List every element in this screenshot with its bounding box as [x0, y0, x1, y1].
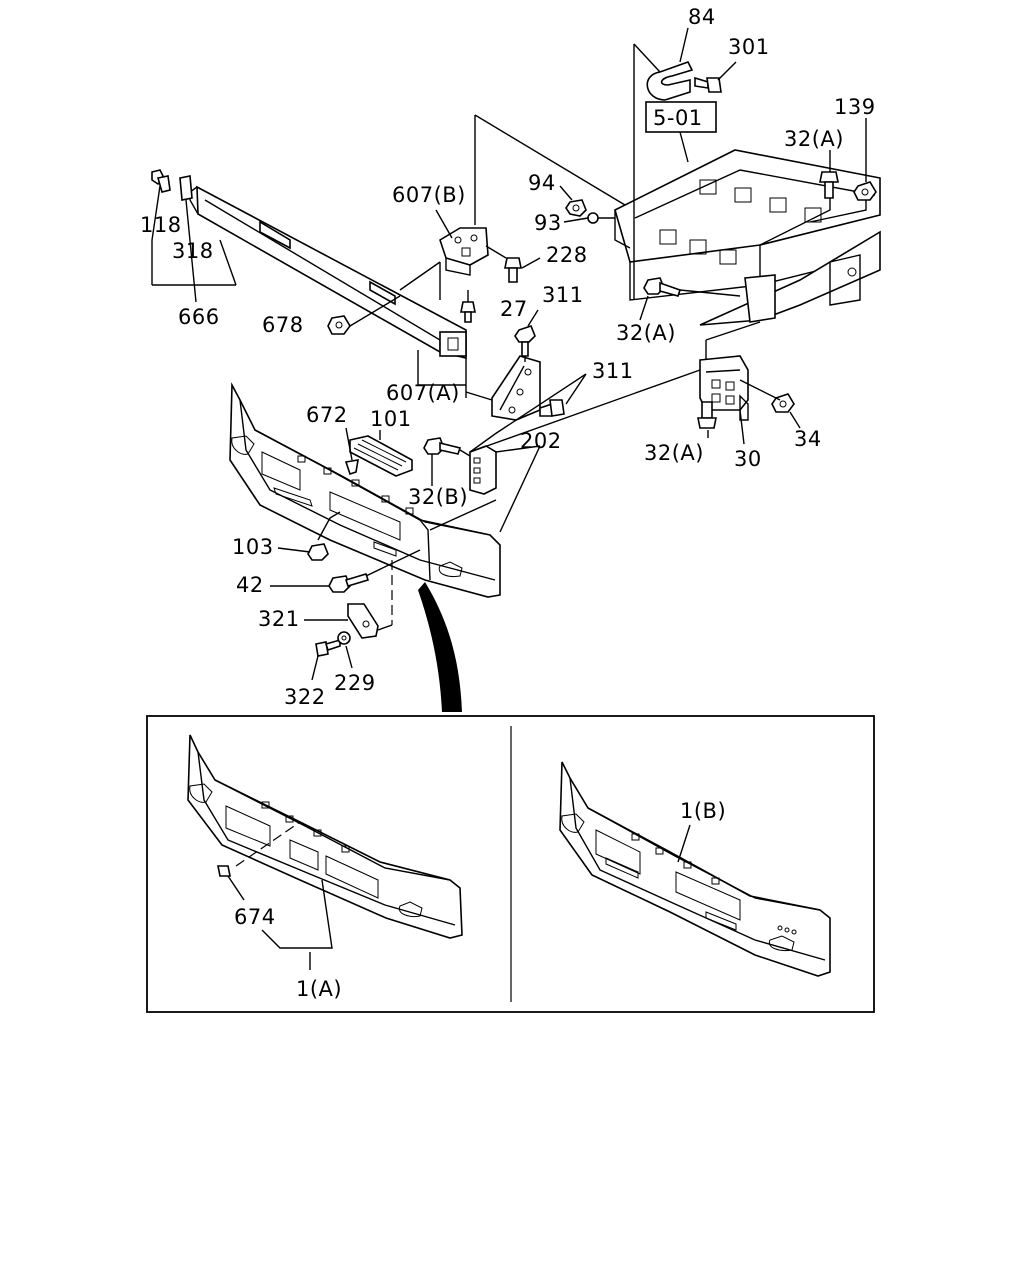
- callout-678: 678: [262, 313, 304, 337]
- bolt-311-upper: [514, 325, 536, 357]
- bolt-42: [328, 573, 370, 593]
- plate-321: [347, 603, 379, 639]
- callout-672: 672: [306, 403, 348, 427]
- callout-103: 103: [232, 535, 274, 559]
- callout-321: 321: [258, 607, 300, 631]
- ref-box-label: 5-01: [653, 106, 703, 130]
- callout-27: 27: [500, 297, 528, 321]
- washer-229: [337, 631, 351, 645]
- callout-1a: 1(A): [296, 977, 342, 1001]
- nut-139: [853, 181, 877, 201]
- bracket-607a: [491, 355, 541, 421]
- bolt-322: [315, 638, 341, 657]
- bumper-variant-1b: [559, 761, 831, 977]
- bolt-301: [694, 76, 722, 93]
- bolt-32b: [423, 437, 462, 455]
- washer-93: [587, 212, 599, 224]
- nut-103: [307, 543, 329, 561]
- callout-139: 139: [834, 95, 876, 119]
- front-bumper: [229, 381, 501, 598]
- chassis-frame: [614, 149, 881, 326]
- callout-93: 93: [534, 211, 562, 235]
- bolt-27: [460, 301, 476, 323]
- callout-674: 674: [234, 905, 276, 929]
- step-101: [349, 435, 413, 477]
- callout-32a-mid: 32(A): [616, 321, 676, 345]
- bolt-32a-lower: [697, 401, 717, 429]
- callout-84: 84: [688, 5, 716, 29]
- callout-32a-top: 32(A): [784, 127, 844, 151]
- callout-30: 30: [734, 447, 762, 471]
- bolt-32a-top: [819, 171, 839, 199]
- clip-118: [151, 169, 171, 193]
- callout-318: 318: [172, 239, 214, 263]
- clip-672: [344, 459, 359, 476]
- callout-229: 229: [334, 671, 376, 695]
- nut-94: [565, 199, 587, 217]
- callout-32b: 32(B): [408, 485, 468, 509]
- bolt-32a-mid: [643, 277, 682, 297]
- pad-318: [179, 175, 193, 201]
- callout-311-upper: 311: [542, 283, 584, 307]
- tow-hook: [646, 61, 694, 101]
- ref-box-5-01: 5-01: [645, 101, 717, 133]
- callout-607b: 607(B): [392, 183, 466, 207]
- callout-34: 34: [794, 427, 822, 451]
- callout-42: 42: [236, 573, 264, 597]
- callout-32a-lower: 32(A): [644, 441, 704, 465]
- callout-228: 228: [546, 243, 588, 267]
- nut-34: [771, 393, 795, 413]
- callout-101: 101: [370, 407, 412, 431]
- bolt-228: [504, 257, 522, 283]
- callout-607a: 607(A): [386, 381, 460, 405]
- bracket-202: [469, 445, 497, 495]
- callout-301: 301: [728, 35, 770, 59]
- callout-94: 94: [528, 171, 556, 195]
- bumper-variant-1a: [187, 734, 463, 939]
- callout-311-lower: 311: [592, 359, 634, 383]
- bracket-607b: [439, 227, 489, 276]
- leader-lines: [151, 27, 867, 712]
- callout-labels: 84 301 139 32(A) 94 93 607(B) 228 118 31…: [140, 5, 876, 1001]
- inset-box: [146, 715, 875, 1013]
- callout-202: 202: [520, 429, 562, 453]
- bolt-311-lower: [539, 399, 565, 417]
- pointer-arrow: [418, 582, 462, 712]
- callout-118: 118: [140, 213, 182, 237]
- callout-322: 322: [284, 685, 326, 709]
- callout-1b: 1(B): [680, 799, 726, 823]
- callout-666: 666: [178, 305, 220, 329]
- nut-678: [327, 315, 351, 335]
- bumper-reinforcement: [189, 185, 467, 360]
- inset-leaders: [227, 824, 691, 970]
